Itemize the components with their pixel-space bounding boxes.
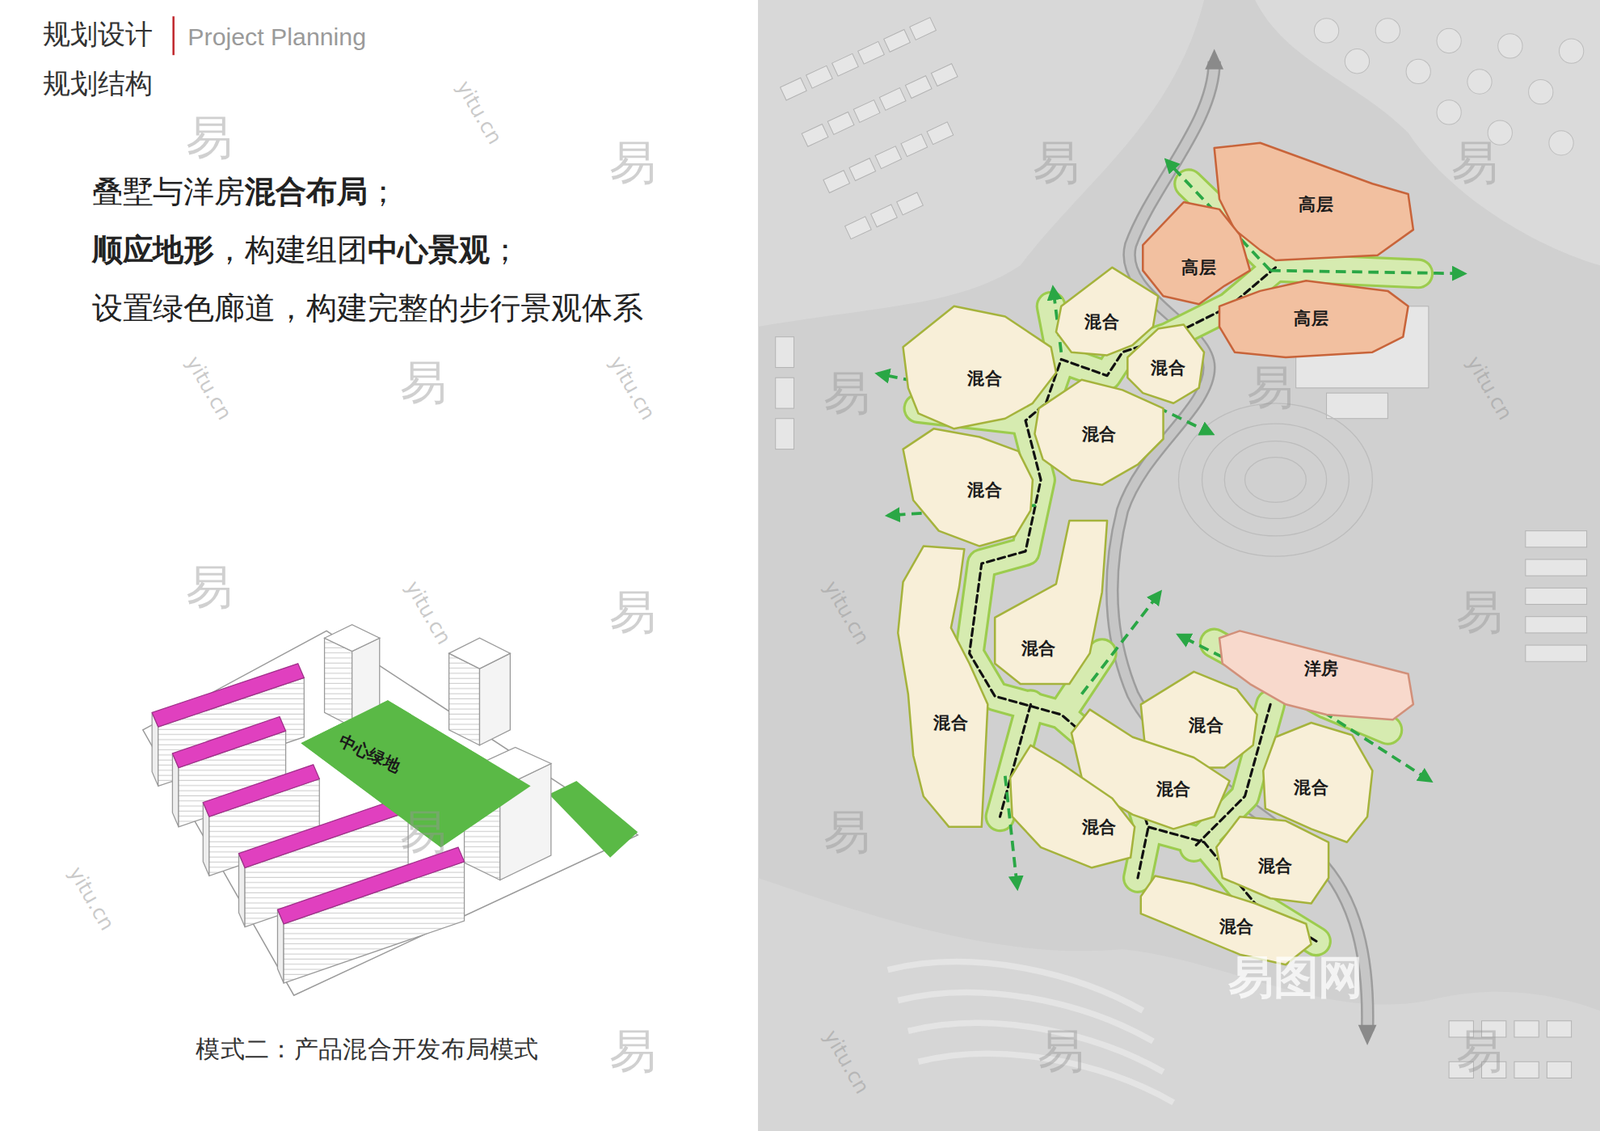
block-shape: [1127, 324, 1205, 404]
bullet-text: 叠墅与洋房混合布局；: [92, 173, 399, 211]
watermark: yitu.cn: [181, 351, 237, 424]
block-label: 混合: [1293, 776, 1329, 798]
block-shape: [1141, 875, 1312, 965]
block-label: 洋房: [1304, 657, 1339, 679]
watermark: 易图网: [1228, 950, 1364, 1005]
watermark: yitu.cn: [819, 1025, 876, 1098]
building-block: 混合: [993, 517, 1110, 686]
watermark: 易: [1456, 584, 1504, 641]
building-block: 混合: [1125, 322, 1207, 405]
green-corridor: [917, 183, 1419, 941]
block-label: 混合: [1150, 357, 1186, 379]
emphasis: 中心景观: [367, 231, 491, 268]
watermark: yitu.cn: [1461, 351, 1518, 424]
emphasis: 顺应地形: [92, 231, 215, 268]
subtitle-en: Project Planning: [187, 22, 367, 52]
building-block: 高层: [1141, 199, 1253, 306]
block-outline: [1141, 199, 1253, 306]
emphasis: 混合布局: [244, 173, 368, 210]
building-block: 混合: [901, 426, 1035, 548]
bullet-text: 设置绿色廊道，构建完整的步行景观体系: [92, 290, 644, 327]
watermark: 易: [400, 803, 447, 860]
block-label: 混合: [1082, 423, 1117, 445]
watermark: 易: [400, 354, 447, 412]
block-shape: [1010, 745, 1135, 868]
watermark: yitu.cn: [63, 861, 120, 934]
block-label: 混合: [933, 711, 969, 733]
watermark: 易: [185, 109, 233, 167]
building-block: 混合: [1032, 377, 1166, 487]
block-shape: [301, 699, 531, 847]
building-block: 混合: [901, 303, 1058, 431]
watermark: yitu.cn: [400, 576, 457, 649]
watermark: 易: [609, 134, 657, 192]
block-shape: [903, 306, 1057, 430]
block-shape: [994, 520, 1108, 684]
green-arrow: [877, 160, 1465, 888]
watermark: 易: [1246, 359, 1294, 417]
block-shape: [1214, 143, 1414, 261]
watermark: 易: [823, 803, 871, 860]
block-label: 混合: [1084, 311, 1120, 333]
figure-caption: 模式二：产品混合开发布局模式: [195, 1034, 539, 1064]
block-label: 混合: [967, 479, 1003, 501]
block-outline: [993, 517, 1110, 686]
watermark: yitu.cn: [451, 75, 508, 148]
block-outline: [1008, 742, 1137, 870]
block-shape: [1216, 816, 1329, 903]
watermark: 易: [609, 1023, 657, 1080]
watermark: 易: [1037, 1023, 1085, 1080]
watermark: 易: [609, 584, 657, 641]
block-shape: [1034, 379, 1163, 485]
block-label: 高层: [1293, 307, 1329, 329]
block-label: 高层: [1181, 256, 1217, 278]
watermark: yitu.cn: [819, 576, 876, 649]
iso-model: [143, 624, 638, 995]
block-label: 混合: [967, 366, 1003, 388]
building-block: 混合: [1214, 814, 1331, 906]
block-label: 高层: [1298, 193, 1334, 215]
watermark: 易: [1032, 134, 1080, 192]
block-shape: [1219, 280, 1409, 358]
watermark: 易: [823, 364, 871, 422]
header-divider: [172, 16, 175, 55]
building-block: 混合: [896, 543, 990, 829]
watermark: 易: [185, 558, 233, 615]
block-label: 混合: [1188, 714, 1224, 736]
building-block: 混合: [1008, 742, 1137, 870]
block-label: 混合: [1082, 816, 1117, 838]
page-title: 规划设计: [42, 18, 153, 52]
site-map: [757, 0, 1600, 1131]
bullet-text: 顺应地形，构建组团中心景观；: [92, 231, 521, 269]
block-shape: [903, 428, 1033, 546]
watermark: 易: [1451, 134, 1499, 192]
block-label: 混合: [1258, 854, 1293, 876]
block-label: 混合: [1219, 914, 1255, 936]
block-shape: [1142, 202, 1251, 304]
section-heading: 规划结构: [42, 67, 153, 101]
building-block: 高层: [1216, 278, 1411, 360]
watermark: 易: [1456, 1023, 1504, 1080]
block-shape: [897, 546, 988, 827]
block-label: 混合: [1021, 637, 1057, 659]
block-label: 混合: [1156, 778, 1192, 800]
emphasis: 易图网: [1228, 950, 1364, 1003]
block-outline: [896, 543, 990, 829]
watermark: yitu.cn: [604, 351, 661, 424]
